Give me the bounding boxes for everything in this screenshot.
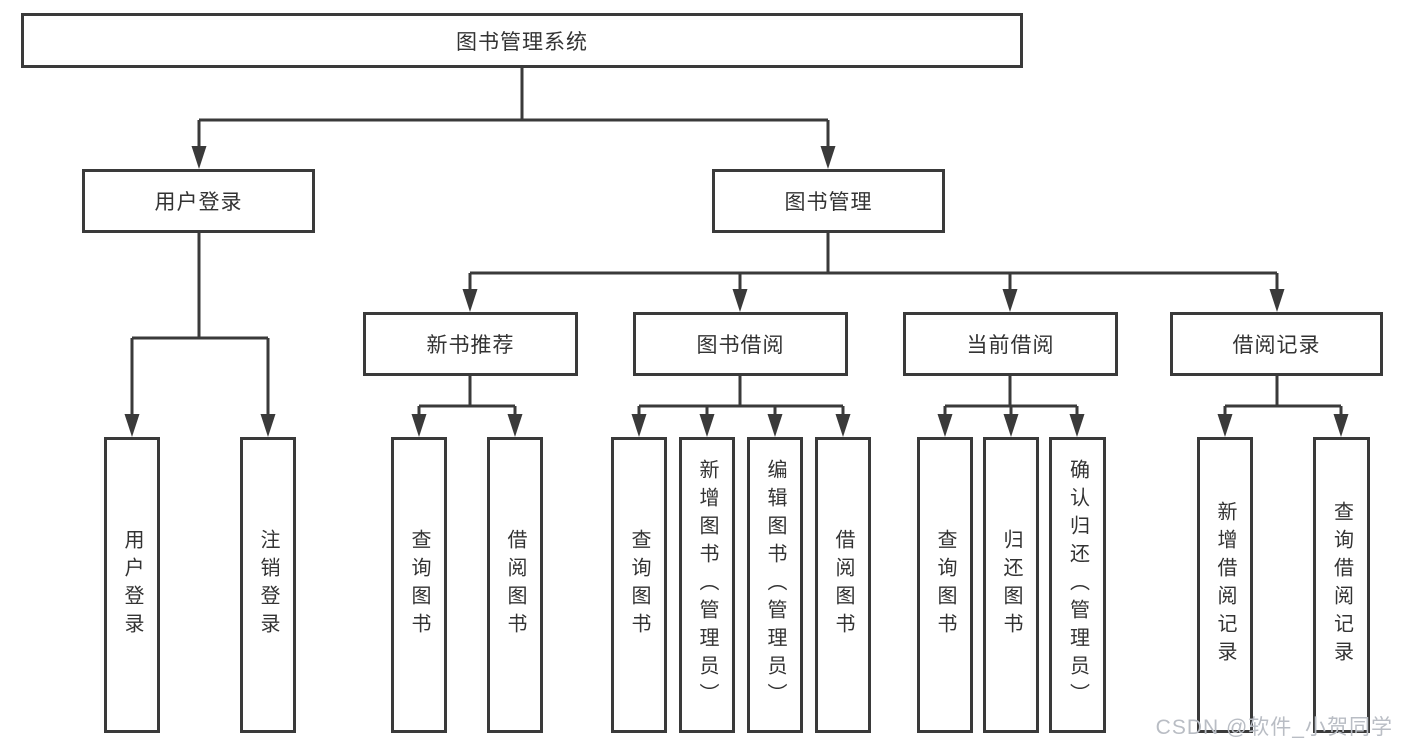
leaf-add-books-admin-label: 新增图书（管理员） bbox=[696, 459, 718, 711]
node-root-label: 图书管理系统 bbox=[456, 30, 588, 54]
leaf-borrow-query-books: 查询图书 bbox=[611, 437, 667, 733]
node-new-book-recommend-label: 新书推荐 bbox=[426, 334, 515, 357]
node-borrow-records-label: 借阅记录 bbox=[1232, 334, 1321, 357]
node-user-login: 用户登录 bbox=[82, 169, 315, 233]
node-book-borrow: 图书借阅 bbox=[633, 312, 848, 376]
leaf-add-books-admin: 新增图书（管理员） bbox=[679, 437, 735, 733]
leaf-edit-books-admin: 编辑图书（管理员） bbox=[747, 437, 803, 733]
leaf-query-borrow-record: 查询借阅记录 bbox=[1313, 437, 1370, 733]
leaf-recommend-borrow-books: 借阅图书 bbox=[487, 437, 543, 733]
leaf-recommend-query-books-label: 查询图书 bbox=[408, 529, 430, 641]
leaf-recommend-query-books: 查询图书 bbox=[391, 437, 447, 733]
watermark: CSDN @软件_小贺同学 bbox=[1155, 716, 1393, 739]
leaf-borrow-query-books-label: 查询图书 bbox=[628, 529, 650, 641]
arrowheads bbox=[124, 146, 1349, 437]
leaf-logout: 注销登录 bbox=[240, 437, 296, 733]
leaf-user-login: 用户登录 bbox=[104, 437, 160, 733]
leaf-confirm-return-admin-label: 确认归还（管理员） bbox=[1066, 459, 1089, 711]
node-current-borrow: 当前借阅 bbox=[903, 312, 1118, 376]
leaf-add-borrow-record-label: 新增借阅记录 bbox=[1214, 501, 1236, 669]
leaf-current-query-books: 查询图书 bbox=[917, 437, 973, 733]
node-borrow-records: 借阅记录 bbox=[1170, 312, 1383, 376]
node-book-borrow-label: 图书借阅 bbox=[696, 334, 785, 357]
node-user-login-label: 用户登录 bbox=[154, 191, 243, 214]
leaf-edit-books-admin-label: 编辑图书（管理员） bbox=[764, 459, 786, 711]
node-new-book-recommend: 新书推荐 bbox=[363, 312, 578, 376]
leaf-return-books-label: 归还图书 bbox=[1000, 529, 1022, 641]
node-book-management-label: 图书管理 bbox=[784, 191, 873, 214]
node-root: 图书管理系统 bbox=[21, 13, 1023, 68]
node-book-management: 图书管理 bbox=[712, 169, 945, 233]
leaf-query-borrow-record-label: 查询借阅记录 bbox=[1330, 501, 1353, 669]
leaf-borrow-books: 借阅图书 bbox=[815, 437, 871, 733]
leaf-add-borrow-record: 新增借阅记录 bbox=[1197, 437, 1253, 733]
leaf-logout-label: 注销登录 bbox=[257, 529, 279, 641]
leaf-recommend-borrow-books-label: 借阅图书 bbox=[504, 529, 526, 641]
leaf-return-books: 归还图书 bbox=[983, 437, 1039, 733]
node-current-borrow-label: 当前借阅 bbox=[966, 334, 1055, 357]
leaf-user-login-label: 用户登录 bbox=[121, 529, 143, 641]
leaf-current-query-books-label: 查询图书 bbox=[934, 529, 956, 641]
leaf-confirm-return-admin: 确认归还（管理员） bbox=[1049, 437, 1106, 733]
leaf-borrow-books-label: 借阅图书 bbox=[832, 529, 854, 641]
